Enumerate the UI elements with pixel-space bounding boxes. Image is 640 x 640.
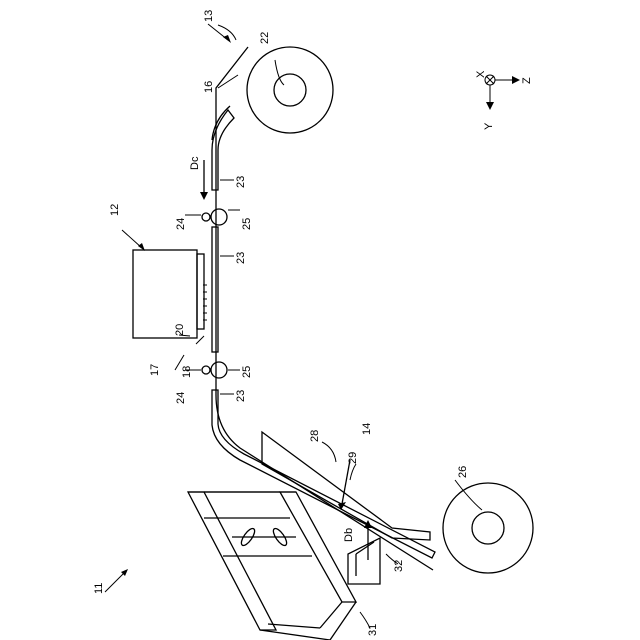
blower-duct	[188, 492, 356, 640]
label-14: 14	[361, 423, 373, 435]
label-24-upstream: 24	[175, 218, 187, 230]
axis-y-label: Y	[483, 122, 495, 130]
label-20: 20	[174, 324, 186, 336]
roller-pair-downstream	[202, 362, 227, 378]
label-23-upper: 23	[235, 176, 247, 188]
label-23-middle: 23	[235, 252, 247, 264]
label-29: 29	[347, 452, 359, 464]
fan	[232, 527, 296, 548]
support-plate-middle	[212, 227, 218, 352]
label-17: 17	[149, 364, 161, 376]
label-22: 22	[259, 32, 271, 44]
label-dc: Dc	[189, 156, 201, 170]
supply-roll	[443, 483, 533, 573]
label-31: 31	[367, 624, 379, 636]
label-12: 12	[109, 204, 121, 216]
label-db: Db	[343, 528, 355, 542]
reference-labels: 11 12 13 14 16 17 18 20 22 23 23 23 24 2…	[93, 10, 533, 636]
roller-pair-upstream	[202, 209, 227, 225]
label-18: 18	[181, 366, 193, 378]
label-25-downstream: 25	[241, 366, 253, 378]
label-32: 32	[393, 560, 405, 572]
liquid-ejecting-head	[197, 254, 204, 329]
take-up-roll	[247, 47, 333, 133]
coordinate-axes	[485, 75, 520, 110]
label-16: 16	[203, 81, 215, 93]
support-plate-upper	[212, 110, 234, 190]
label-26: 26	[457, 466, 469, 478]
label-13: 13	[203, 10, 215, 22]
heater-unit	[262, 432, 430, 540]
conveyance-arrow	[200, 160, 208, 200]
label-28: 28	[309, 430, 321, 442]
axis-z-label: Z	[521, 77, 533, 84]
label-11: 11	[93, 583, 105, 594]
axis-x-label: X	[475, 70, 487, 78]
label-24-downstream: 24	[175, 392, 187, 404]
db-arrow	[364, 520, 372, 560]
label-23-lower: 23	[235, 390, 247, 402]
label-25-upstream: 25	[241, 218, 253, 230]
air-nozzle	[348, 538, 380, 584]
carriage	[133, 250, 197, 338]
